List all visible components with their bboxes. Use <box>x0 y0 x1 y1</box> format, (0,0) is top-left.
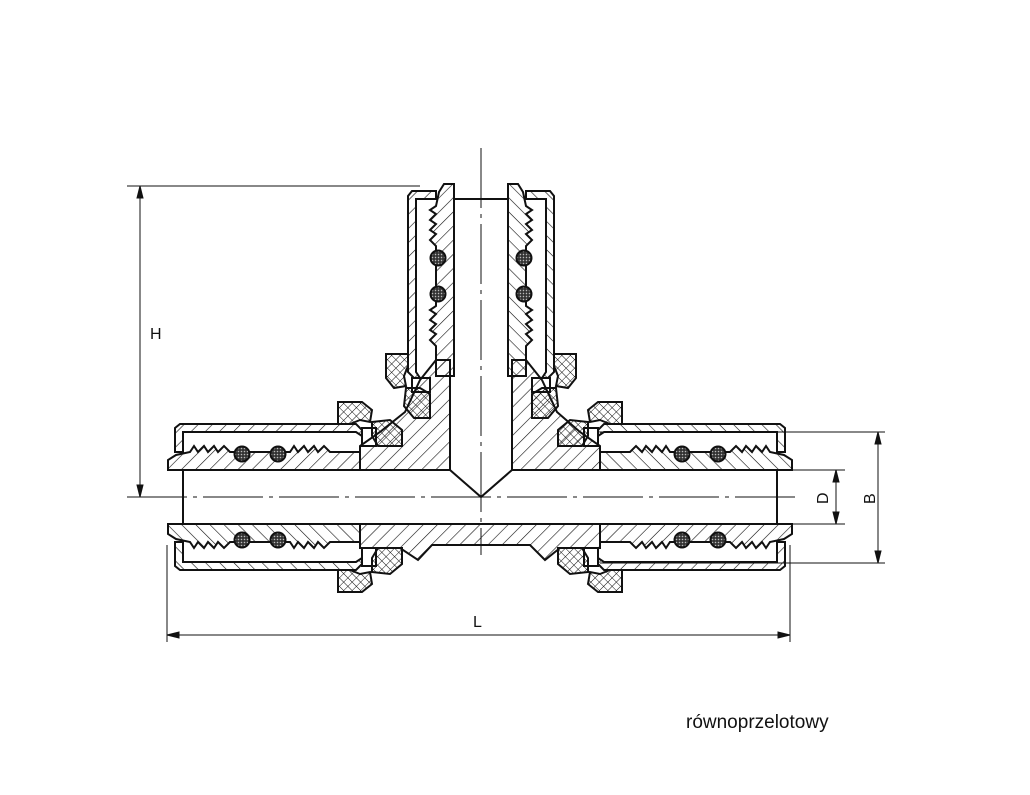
dimension-label-h: H <box>150 326 162 343</box>
center-lines <box>127 148 800 555</box>
dimension-lines <box>127 185 885 642</box>
dimension-label-l: L <box>473 614 482 631</box>
dimension-label-b: B <box>862 493 879 504</box>
dimension-label-d: D <box>815 492 832 504</box>
tee-body <box>183 359 777 562</box>
drawing-caption: równoprzelotowy <box>686 712 829 733</box>
